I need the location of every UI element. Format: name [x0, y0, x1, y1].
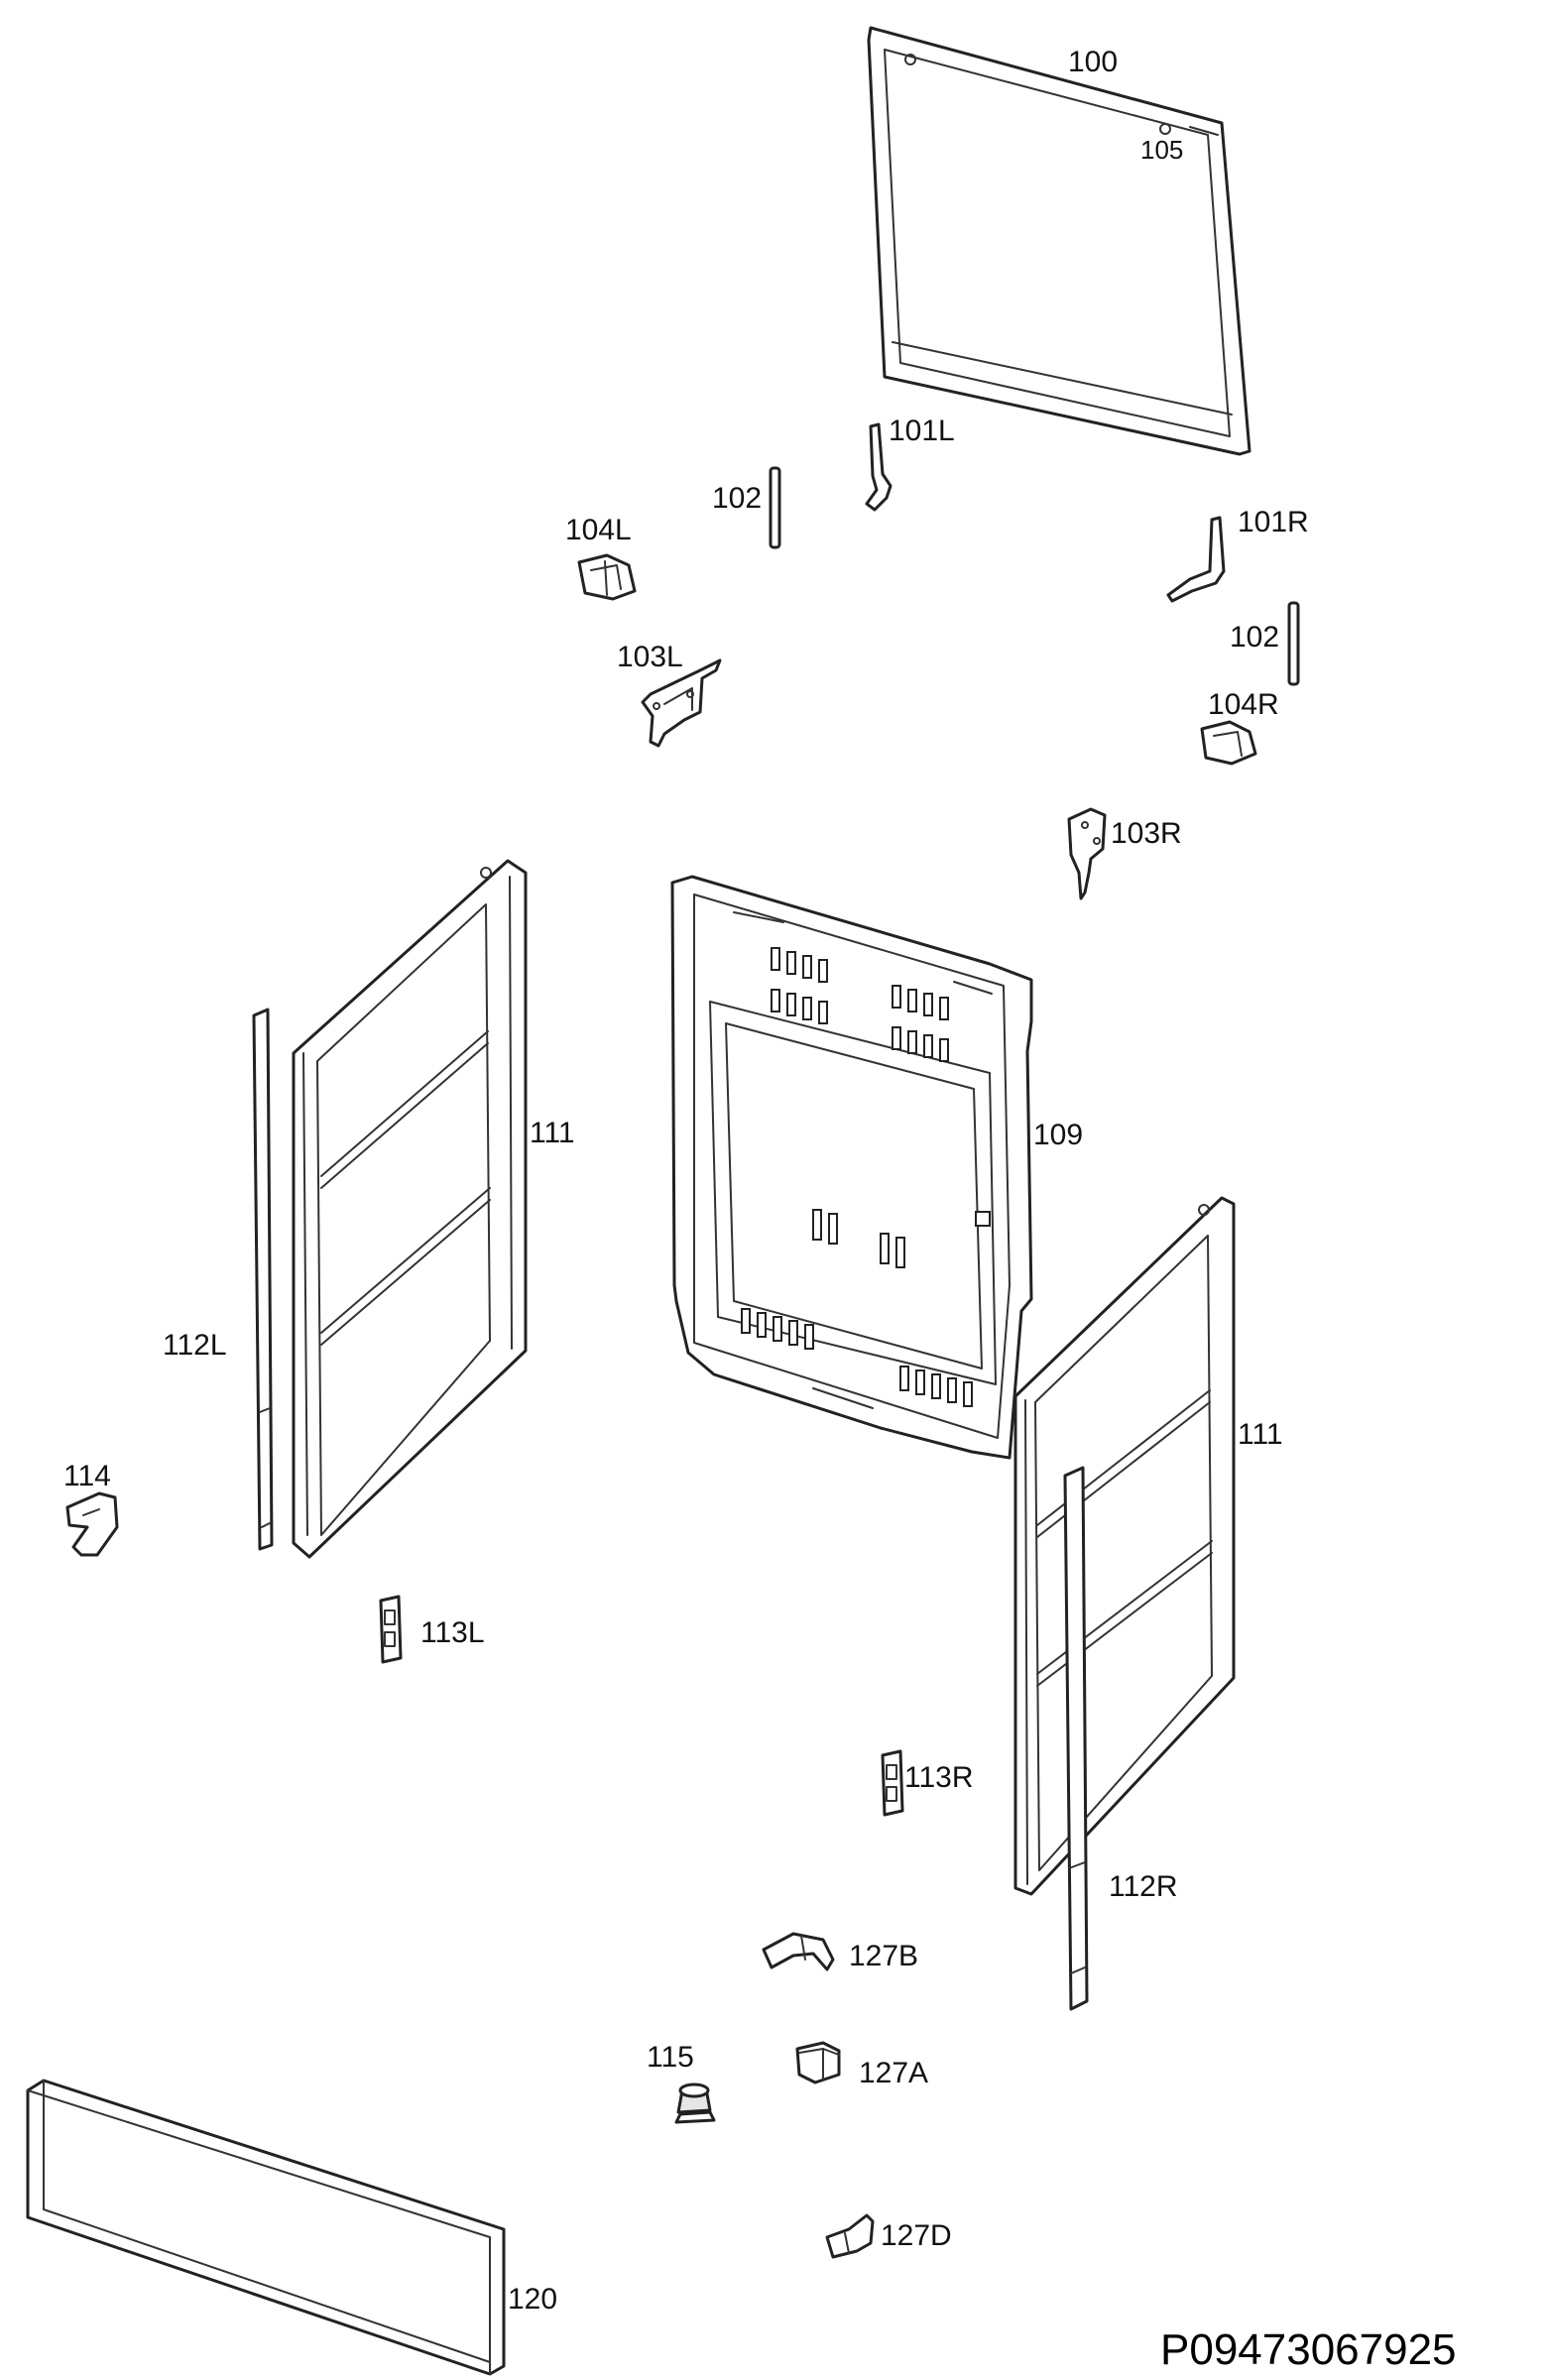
label-120: 120 — [508, 2283, 557, 2316]
part-103L-bracket — [641, 658, 722, 748]
part-102-pin-right — [1287, 601, 1300, 686]
part-111-side-panel-right — [1013, 1196, 1236, 1896]
part-104R-block — [1200, 720, 1257, 766]
part-104L-block — [577, 553, 637, 601]
part-111-side-panel-left — [292, 859, 528, 1559]
label-103R: 103R — [1111, 817, 1182, 850]
label-113L: 113L — [420, 1616, 485, 1649]
label-105: 105 — [1140, 135, 1183, 165]
part-113L-latch — [379, 1595, 403, 1664]
label-111-left: 111 — [530, 1117, 575, 1149]
label-113R: 113R — [904, 1761, 974, 1794]
part-120-front-plinth — [26, 2079, 506, 2376]
label-127D: 127D — [881, 2219, 952, 2252]
part-127A-block — [795, 2041, 841, 2084]
label-101R: 101R — [1238, 506, 1309, 538]
label-101L: 101L — [889, 415, 955, 447]
label-115: 115 — [647, 2041, 694, 2074]
part-114-clip — [65, 1491, 119, 1557]
part-102-pin-left — [769, 466, 781, 549]
label-112L: 112L — [163, 1329, 227, 1362]
label-109: 109 — [1033, 1119, 1083, 1151]
label-100: 100 — [1068, 46, 1118, 78]
label-127B: 127B — [849, 1940, 918, 1972]
part-115-cap — [674, 2082, 716, 2124]
part-113R-latch — [881, 1749, 904, 1817]
label-104R: 104R — [1208, 688, 1279, 721]
label-102-left: 102 — [712, 482, 762, 515]
part-127B-bracket — [762, 1932, 835, 1971]
part-103R-bracket — [1067, 807, 1107, 900]
label-104L: 104L — [565, 514, 632, 546]
part-labels: 100 105 101L 102 104L 101R 102 103L 104R… — [63, 46, 1309, 2316]
label-102-right: 102 — [1230, 621, 1279, 654]
part-101R-hinge — [1166, 516, 1226, 603]
part-101L-hinge — [865, 422, 893, 512]
part-127D-clip — [825, 2213, 875, 2259]
label-112R: 112R — [1109, 1870, 1178, 1903]
label-103L: 103L — [617, 641, 683, 673]
part-100-top-frame — [867, 26, 1251, 456]
label-114: 114 — [63, 1460, 111, 1492]
drawing-code: P09473067925 — [1160, 2325, 1457, 2374]
label-127A: 127A — [859, 2057, 928, 2089]
part-112R-strip — [1063, 1466, 1089, 2011]
label-111-right: 111 — [1238, 1418, 1283, 1451]
part-109-rear-panel — [670, 875, 1033, 1460]
part-112L-strip — [252, 1008, 274, 1551]
